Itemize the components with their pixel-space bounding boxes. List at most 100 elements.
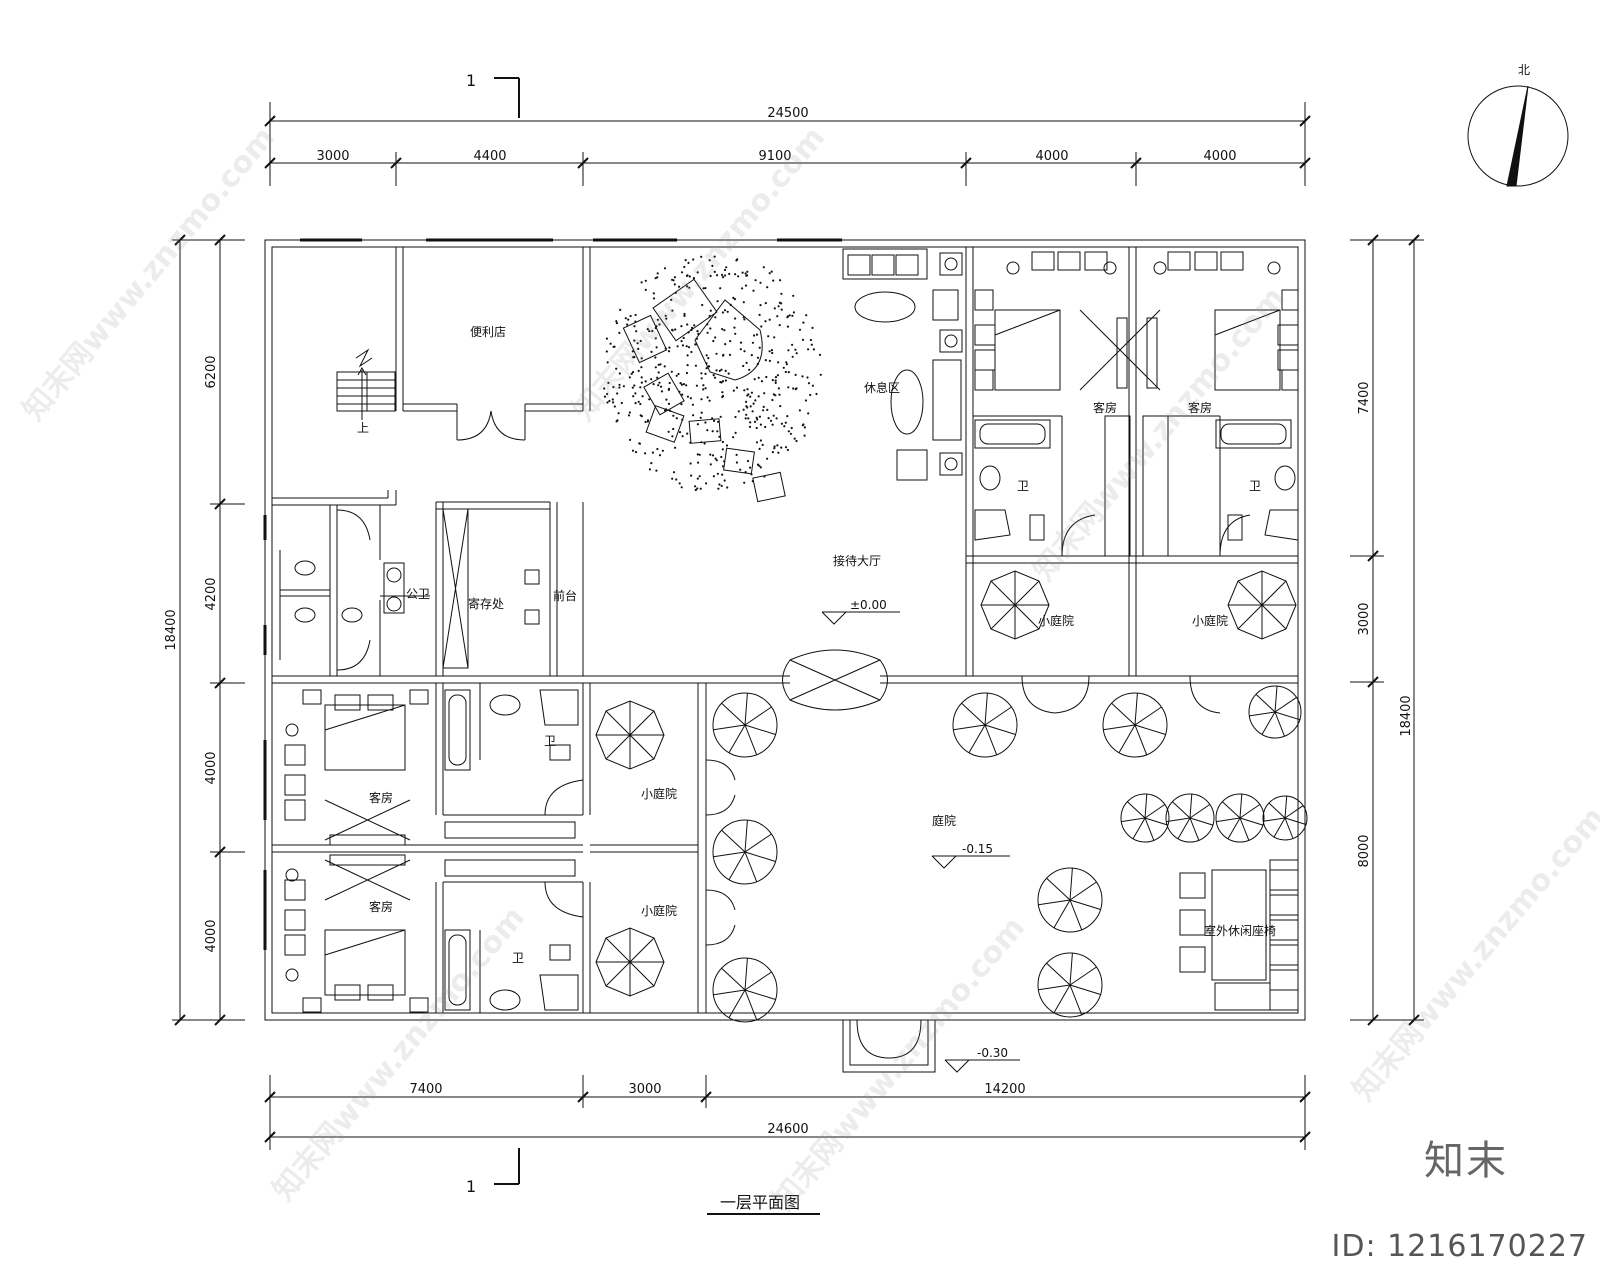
garden-dot [700,372,703,375]
garden-dot [651,329,654,333]
garden-dot [644,380,647,383]
garden-dot [628,411,632,414]
garden-dot [748,425,752,428]
garden-dot [809,338,813,342]
garden-dot [801,338,805,341]
garden-dot [654,337,657,340]
guest-room-bed-right-1 [974,251,1161,391]
garden-dot [745,361,748,364]
garden-dot [729,340,732,343]
label-small-courtyard-3: 小庭院 [641,786,677,801]
garden-dot [744,417,747,420]
garden-dot [708,399,711,402]
bathroom-fixtures-left [444,689,579,1011]
garden-dot [705,367,708,370]
garden-dot [648,468,652,471]
garden-dot [700,398,703,401]
garden-dot [663,267,667,270]
garden-dot [696,453,699,456]
dim-left-1: 6200 [204,355,219,388]
garden-dot [671,278,674,281]
garden-dot [745,274,748,277]
garden-dot [667,430,670,433]
tree-icon [1248,685,1302,739]
garden-dot [724,379,728,382]
label-outdoor-seating: 室外休闲座椅 [1204,923,1276,938]
garden-dot [759,466,762,469]
garden-dot [646,419,650,422]
garden-dot [640,376,643,379]
garden-dot [750,354,753,357]
garden-dot [788,314,791,317]
watermark-id: ID: 1216170227 [1331,1229,1588,1264]
garden-dot [639,386,642,389]
garden-dot [689,397,693,400]
dim-bottom-2: 3000 [628,1082,661,1097]
garden-dot [694,488,697,492]
garden-dot [705,354,708,357]
garden-dot [784,421,787,424]
garden-dot [686,432,689,435]
garden-dot [733,298,737,301]
garden-dot [734,273,737,276]
garden-dot [720,368,723,371]
garden-dot [654,356,657,359]
garden-dot [749,405,752,408]
garden-dot [786,448,790,452]
dim-top-4: 4000 [1035,149,1068,164]
garden-dot [757,395,760,398]
garden-dot [670,298,673,301]
garden-dot [651,451,655,454]
garden-dot [764,302,767,305]
garden-dot [713,270,716,273]
garden-dot [723,268,727,272]
label-guest-room-4: 客房 [369,899,393,914]
garden-dot [672,414,675,417]
garden-dot [674,446,677,449]
garden-dot [702,384,705,387]
bathroom-fixtures-right [974,419,1299,541]
garden-dot [768,272,771,275]
section-mark-bottom [494,1148,520,1185]
label-small-courtyard-4: 小庭院 [641,903,677,918]
toilet-icon [294,560,405,623]
garden-dot [680,403,683,406]
garden-dot [757,376,760,379]
top-dimension-lines [264,102,1311,186]
garden-dot [753,378,756,381]
garden-dot [735,461,739,464]
garden-dot [790,426,793,430]
garden-dot [758,346,761,349]
garden-dot [777,305,780,308]
dim-bottom-3: 14200 [984,1082,1025,1097]
dim-top-5: 4000 [1203,149,1236,164]
garden-dot [707,357,710,360]
garden-dot [650,462,653,465]
garden-dot [618,383,621,386]
garden-dot [732,436,735,439]
garden-dot [749,421,752,424]
garden-dot [652,297,656,300]
garden-dot [719,415,722,418]
garden-dot [773,447,776,450]
right-dimension-lines [1350,234,1424,1026]
tree-icon [1262,795,1308,841]
garden-dot [792,387,795,390]
garden-dot [774,379,777,382]
garden-dot [655,346,658,349]
garden-dot [700,411,703,414]
garden-dot [715,352,718,355]
garden-dot [696,487,699,490]
garden-dot [698,475,701,478]
label-stair-up: 上 [357,421,369,435]
garden-dot [694,485,697,488]
lounge-sofa [842,248,963,481]
garden-dot [683,314,686,317]
garden-dot [713,419,716,422]
dim-top-2: 4400 [473,149,506,164]
garden-dot [685,371,689,375]
garden-dot [726,486,729,489]
garden-dot [608,399,611,403]
garden-dot [803,434,806,437]
garden-dot [684,259,687,262]
